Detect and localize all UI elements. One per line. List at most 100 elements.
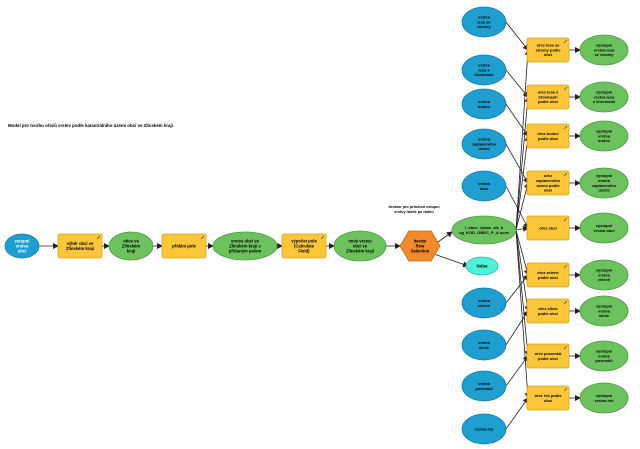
input-layer-4-shape [461,170,507,202]
tool-icon [96,235,101,240]
edge-input-clip-0 [505,21,529,51]
tool-clip-4[interactable]: ořez obcí [526,215,570,241]
edge-iterate-vystup [437,231,453,243]
edge-iter-clip-4 [515,225,529,232]
tool-clip-4-shape [526,215,570,241]
edge-input-clip-5 [505,274,529,304]
input-layer-0-shape [461,6,507,38]
tool-pridani-pole-shape [161,233,207,259]
output-layer-8-shape [579,382,629,414]
output-layer-5-shape [579,259,629,291]
input-layer-8-shape [461,413,507,445]
derived-obce-zlk-shape [108,231,154,261]
iterator-output-row-shape [451,215,517,245]
tool-clip-2-shape [526,123,570,149]
input-layer-7-shape [461,370,507,402]
edge-iter-clip-5 [515,229,530,276]
tool-clip-5-shape [526,262,570,288]
edge-input-clip-6 [505,310,529,346]
tool-clip-3-shape [526,170,570,196]
output-layer-2-shape [579,120,629,152]
input-layer-obce-shape [4,233,40,259]
tool-clip-0-shape [526,37,570,63]
input-layer-8-label: vrstva řek [475,426,495,431]
tool-icon [200,235,205,240]
tool-icon [563,125,568,130]
iterator-row-selection-shape [399,230,441,262]
edge-iter-clip-3 [515,182,530,231]
input-layer-5-shape [461,287,507,319]
iterator-value[interactable]: Value [465,256,499,276]
edge-input-clip-1 [505,69,529,98]
output-layer-4-shape [579,212,629,244]
tool-icon [320,235,325,240]
iterator-value-shape [465,256,499,276]
edge-input-clip-3 [505,143,529,184]
output-layer-7-shape [579,340,629,372]
tool-clip-6-shape [526,298,570,324]
tool-pridani-pole[interactable]: přidání pole [161,233,207,259]
tool-icon [563,387,568,392]
edge-iter-clip-8 [515,229,531,399]
tool-vypocet-pole-shape [281,233,327,259]
edge-iter-clip-0 [515,49,531,231]
tool-icon [563,172,568,177]
tool-clip-1-shape [526,84,570,110]
iterator-annotation: iterátor pro průchod vstupní vrstvy řáde… [388,205,440,214]
input-layer-8[interactable]: vrstva řek [461,413,507,445]
